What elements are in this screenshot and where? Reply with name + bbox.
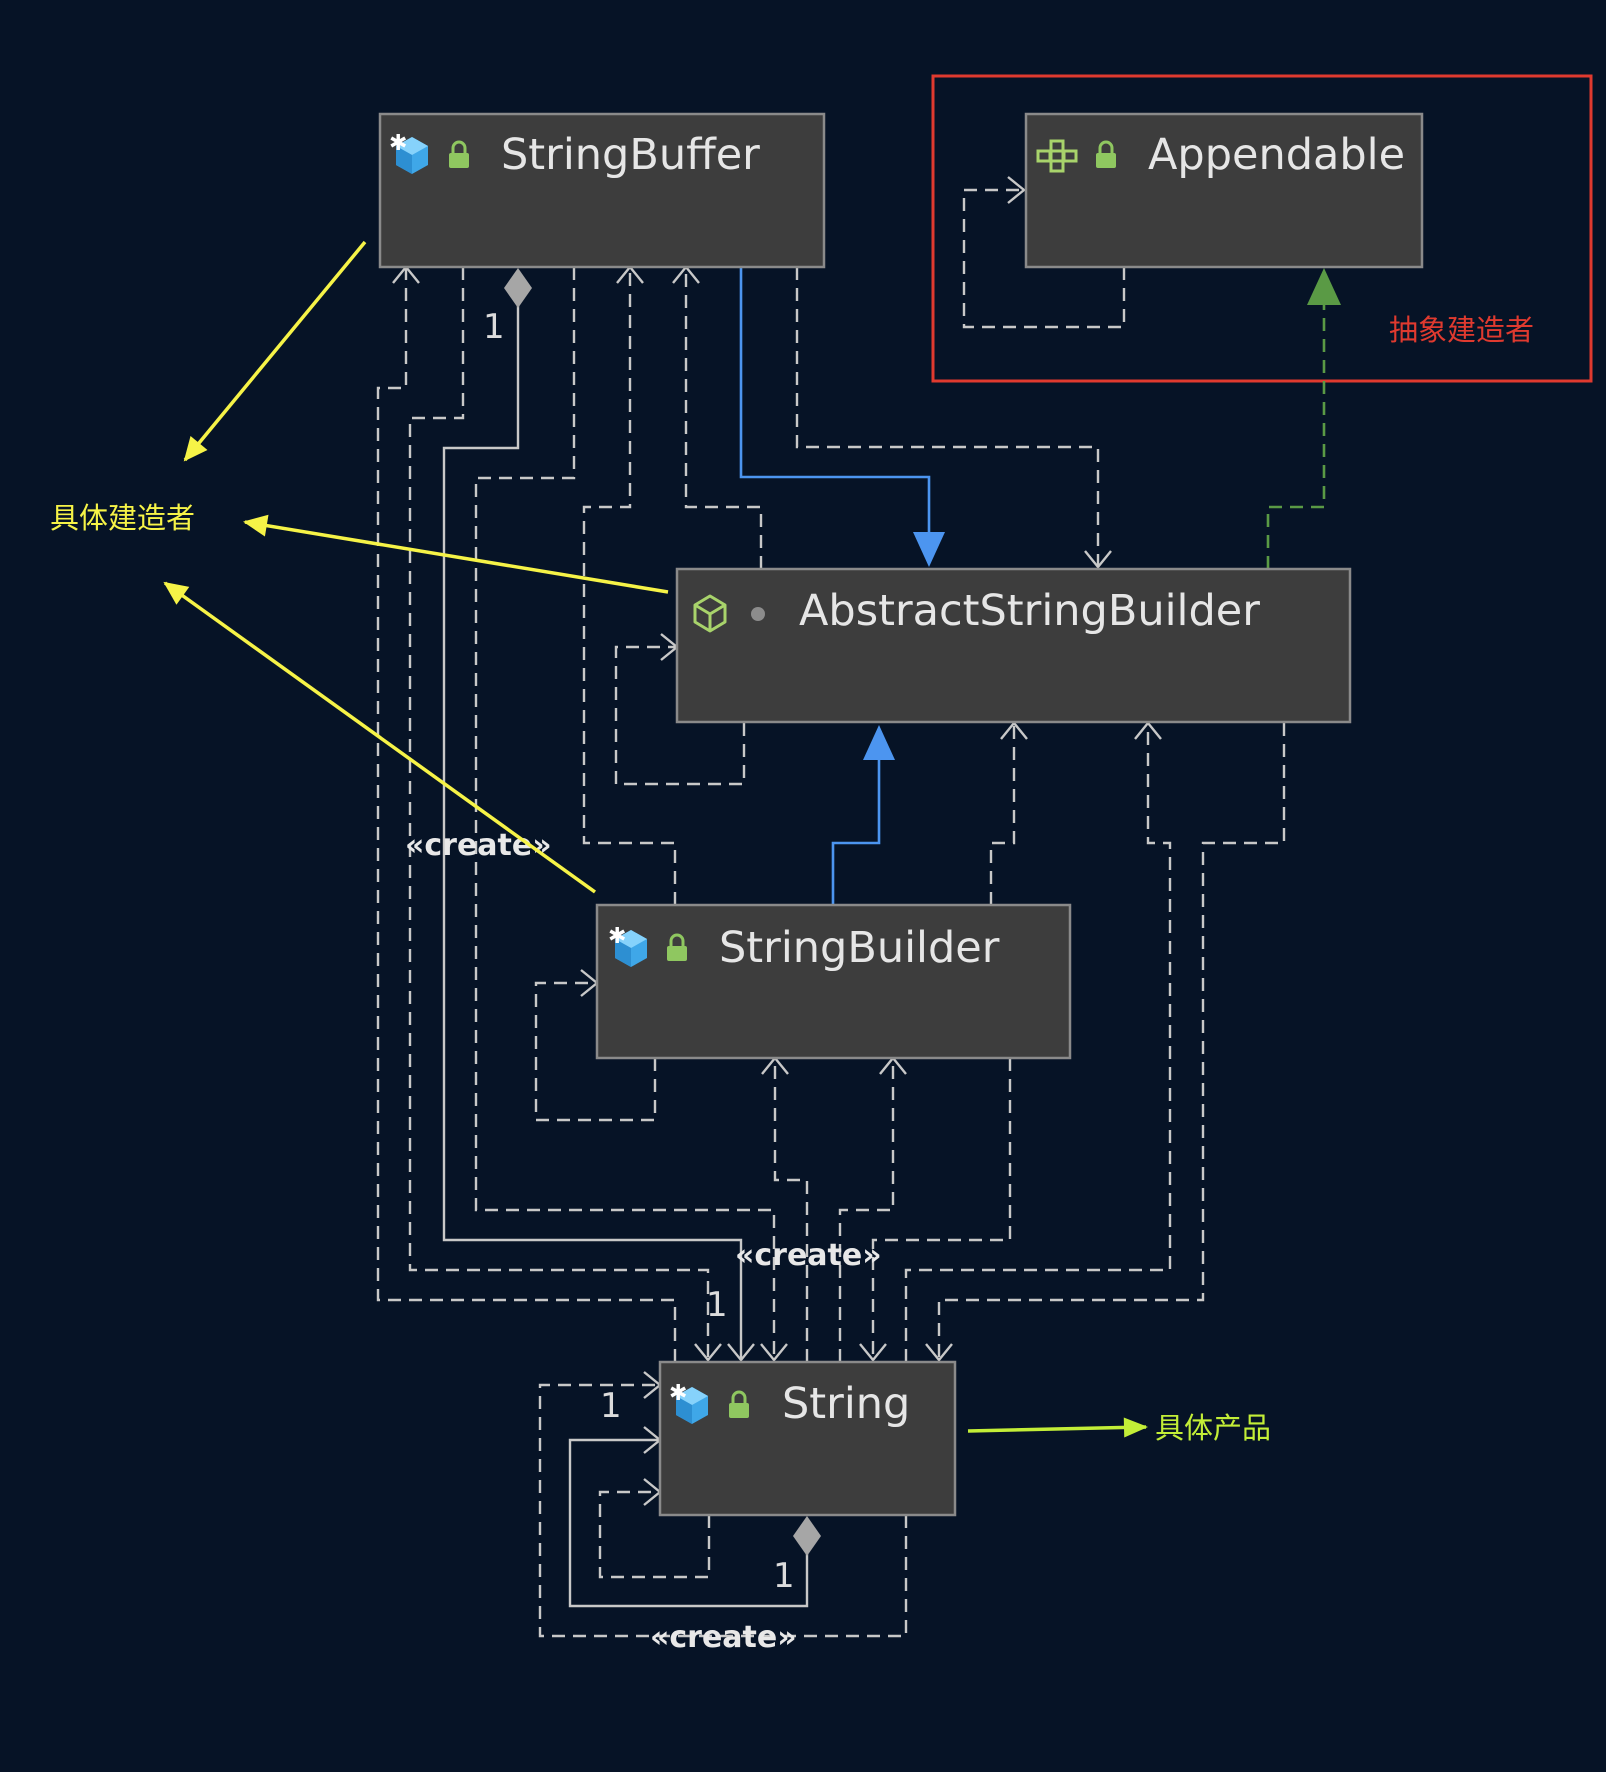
svg-text:✱: ✱ [389,131,407,156]
interface-icon [1036,139,1078,173]
class-box [595,903,1072,1060]
annotation-arrows [163,240,1148,1438]
aggregation-diamond-stringbuffer [504,268,532,308]
lock-icon [729,1390,749,1418]
class-box [1024,112,1424,269]
dependency-abstractbuilder-to-stringbuffer-a [672,265,763,569]
svg-text:✱: ✱ [669,1381,687,1406]
association-stringbuffer-to-string [442,294,755,1362]
dependency-stringbuilder-to-abstractbuilder [989,721,1028,905]
class-icon: ✱ [389,131,428,174]
class-icon: ✱ [669,1381,708,1424]
class-stringbuilder[interactable]: ✱ StringBuilder [595,903,1072,1060]
multiplicity-label: 1 [706,1285,728,1325]
dependency-connectors [376,176,1286,1638]
lock-icon [1096,140,1116,168]
implements-abstractbuilder-to-appendable [1266,300,1326,569]
multiplicity-label: 1 [773,1556,795,1596]
extends-arrowhead-stringbuilder [863,725,895,760]
annotation-arrow-from-stringbuffer [183,240,367,462]
dependency-abstractbuilder-to-string [925,723,1286,1362]
class-name: AbstractStringBuilder [799,586,1260,636]
class-name: String [782,1379,910,1429]
class-abstractstringbuilder[interactable]: AbstractStringBuilder [675,567,1352,724]
annotation-arrow-from-stringbuilder [163,581,597,894]
dependency-string-self-create [538,1371,908,1638]
annotation-arrow-from-abstractbuilder [243,514,669,594]
class-appendable[interactable]: Appendable [1024,112,1424,269]
dependency-appendable-self [962,176,1126,329]
class-string[interactable]: ✱ String [658,1360,957,1517]
dependency-abstractbuilder-self [614,633,746,786]
dependency-stringbuilder-to-string [859,1058,1012,1362]
aggregation-diamond-string [793,1516,821,1556]
dependency-string-to-stringbuilder-b [838,1056,907,1362]
svg-text:✱: ✱ [608,924,626,949]
class-name: StringBuffer [501,130,760,180]
class-box [675,567,1352,724]
extends-stringbuilder-to-abstractbuilder [831,756,881,905]
dependency-stringbuffer-to-string-a [474,267,788,1362]
create-stereotype-label: «create» [405,828,552,863]
class-box [658,1360,957,1517]
annotation-abstract-builder: 抽象建造者 [1389,313,1534,347]
association-connectors [442,294,809,1608]
visibility-dot-icon [751,607,765,621]
dependency-stringbuffer-to-abstractbuilder [795,267,1112,569]
abstract-class-icon [693,594,727,633]
implements-connector [1266,268,1341,569]
class-box [378,112,826,269]
annotation-concrete-builder: 具体建造者 [50,501,195,535]
association-string-self [568,1426,809,1608]
implements-arrowhead [1307,268,1341,305]
multiplicity-label: 1 [600,1386,622,1426]
extends-arrowhead-stringbuffer [913,532,945,567]
class-stringbuffer[interactable]: ✱ StringBuffer [378,112,826,269]
create-stereotype-label: «create» [735,1238,882,1273]
multiplicity-label: 1 [483,307,505,347]
class-name: StringBuilder [719,923,1000,973]
lock-icon [667,933,687,961]
inheritance-connectors [739,267,945,905]
class-name: Appendable [1148,130,1405,180]
create-stereotype-label: «create» [650,1620,797,1655]
lock-icon [449,140,469,168]
class-icon: ✱ [608,924,647,967]
abstract-builder-highlight-frame [931,74,1593,383]
dependency-stringbuffer-to-string-b [408,267,722,1362]
dependency-string-to-stringbuilder-a [761,1056,809,1362]
extends-stringbuffer-to-abstractbuilder [739,267,931,540]
annotation-arrow-to-concrete-product [967,1417,1148,1438]
dependency-string-to-abstractbuilder [904,721,1172,1362]
dependency-string-self-small [598,1478,711,1579]
dependency-string-to-stringbuffer [376,265,677,1362]
dependency-stringbuilder-self [534,969,657,1122]
annotation-concrete-product: 具体产品 [1155,1411,1271,1445]
dependency-abstractbuilder-to-stringbuffer-b [582,265,677,905]
